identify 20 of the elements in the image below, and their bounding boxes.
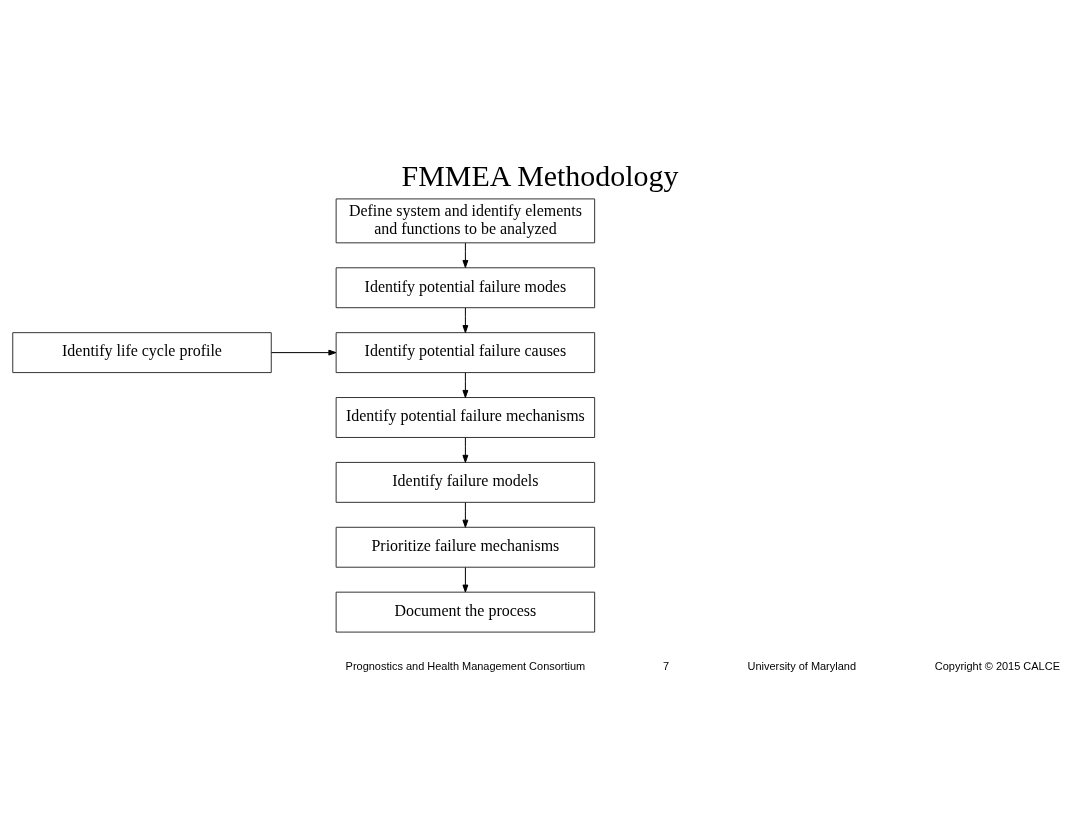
label: University of Maryland	[747, 659, 857, 672]
node-box: Identify failure models	[335, 461, 596, 503]
arrow	[462, 566, 469, 593]
node-box: Identify potential failure causes	[335, 331, 596, 373]
node-box: Define system and identify elements and functions to be analyzed	[335, 197, 596, 243]
node-box: Identify potential failure modes	[335, 266, 596, 308]
arrow	[462, 436, 469, 463]
node-box: Identify potential failure mechanisms	[335, 396, 596, 438]
arrow	[462, 501, 469, 528]
label: Prognostics and Health Management Consortium	[345, 659, 586, 672]
diagram-title: FMMEA Methodology	[401, 158, 679, 192]
label: Copyright © 2015 CALCE	[934, 659, 1060, 672]
arrow	[462, 306, 469, 333]
arrow	[462, 242, 469, 268]
arrow	[271, 349, 337, 356]
node-box: Document the process	[335, 591, 596, 633]
node-box: Prioritize failure mechanisms	[335, 526, 596, 568]
arrow	[462, 371, 469, 398]
node-box: Identify life cycle profile	[12, 331, 272, 373]
label: 7	[662, 659, 670, 672]
